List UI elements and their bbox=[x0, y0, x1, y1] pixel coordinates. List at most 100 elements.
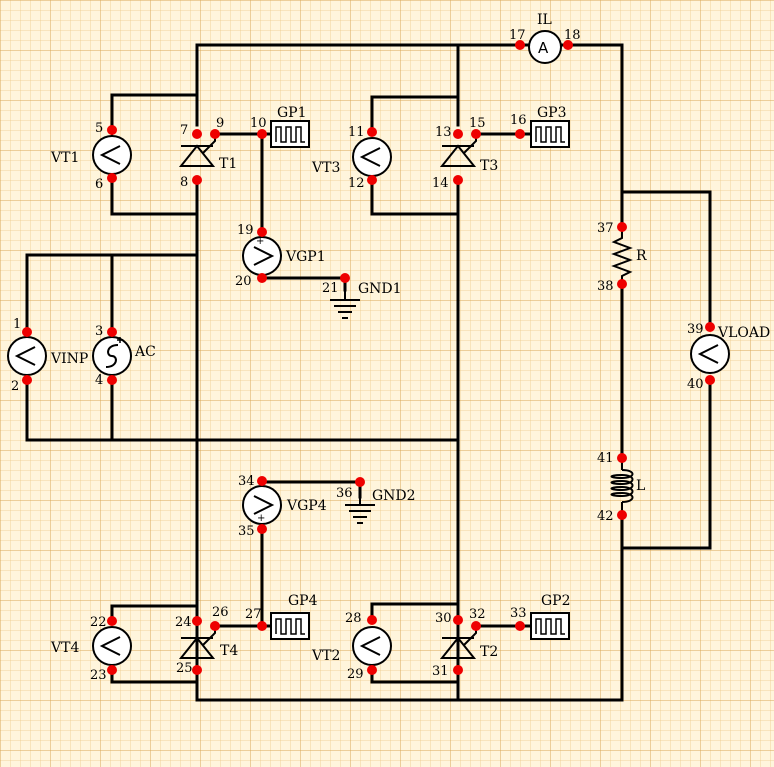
node-29[interactable] bbox=[367, 665, 377, 675]
node-14[interactable] bbox=[453, 175, 463, 185]
node-7[interactable] bbox=[192, 129, 202, 139]
node-number-5: 5 bbox=[95, 121, 103, 136]
label-l: L bbox=[636, 478, 645, 494]
node-42[interactable] bbox=[617, 510, 627, 520]
label-gnd1: GND1 bbox=[358, 281, 402, 297]
node-33[interactable] bbox=[515, 621, 525, 631]
node-34[interactable] bbox=[257, 476, 267, 486]
gp2-pulse-generator[interactable] bbox=[530, 612, 570, 640]
node-number-39: 39 bbox=[687, 322, 704, 337]
ground-gnd1 bbox=[330, 290, 360, 319]
node-number-26: 26 bbox=[212, 605, 229, 620]
node-number-15: 15 bbox=[469, 116, 486, 131]
node-number-12: 12 bbox=[348, 176, 365, 191]
node-11[interactable] bbox=[367, 127, 377, 137]
node-number-6: 6 bbox=[95, 177, 103, 192]
node-15[interactable] bbox=[471, 129, 481, 139]
ground-gnd2 bbox=[345, 497, 375, 524]
resistor-r[interactable] bbox=[611, 227, 633, 284]
node-37[interactable] bbox=[617, 222, 627, 232]
node-16[interactable] bbox=[515, 129, 525, 139]
node-25[interactable] bbox=[192, 665, 202, 675]
vt4-voltmeter[interactable] bbox=[92, 626, 132, 666]
node-5[interactable] bbox=[107, 125, 117, 135]
node-number-23: 23 bbox=[90, 668, 107, 683]
ammeter-symbol: A bbox=[538, 39, 549, 57]
vt2-voltmeter[interactable] bbox=[352, 626, 392, 666]
vinp-voltmeter[interactable] bbox=[7, 336, 47, 376]
node-number-25: 25 bbox=[176, 661, 193, 676]
node-32[interactable] bbox=[471, 621, 481, 631]
node-number-36: 36 bbox=[336, 486, 353, 501]
node-30[interactable] bbox=[453, 615, 463, 625]
vgp1-source[interactable]: + bbox=[242, 236, 282, 276]
label-r: R bbox=[636, 248, 647, 264]
node-1[interactable] bbox=[22, 327, 32, 337]
node-number-11: 11 bbox=[348, 125, 365, 140]
label-vt2: VT2 bbox=[311, 648, 340, 664]
gp3-pulse-generator[interactable] bbox=[530, 120, 570, 148]
ammeter-il[interactable]: A bbox=[528, 30, 562, 64]
label-vt4: VT4 bbox=[50, 640, 79, 656]
node-number-27: 27 bbox=[245, 607, 262, 622]
node-number-17: 17 bbox=[509, 28, 526, 43]
label-vgp4: VGP4 bbox=[286, 498, 327, 514]
node-number-30: 30 bbox=[435, 611, 452, 626]
node-38[interactable] bbox=[617, 279, 627, 289]
node-13[interactable] bbox=[453, 129, 463, 139]
label-il: IL bbox=[537, 12, 552, 28]
node-4[interactable] bbox=[107, 375, 117, 385]
node-number-13: 13 bbox=[435, 125, 452, 140]
node-36[interactable] bbox=[355, 477, 365, 487]
node-22[interactable] bbox=[107, 616, 117, 626]
node-3[interactable] bbox=[107, 327, 117, 337]
node-18[interactable] bbox=[563, 40, 573, 50]
gp4-pulse-generator[interactable] bbox=[270, 612, 310, 640]
node-26[interactable] bbox=[210, 621, 220, 631]
node-number-28: 28 bbox=[345, 611, 362, 626]
node-number-40: 40 bbox=[687, 377, 704, 392]
node-number-41: 41 bbox=[597, 451, 614, 466]
label-t4: T4 bbox=[220, 643, 238, 659]
node-21[interactable] bbox=[340, 273, 350, 283]
gp1-pulse-generator[interactable] bbox=[270, 120, 310, 148]
node-9[interactable] bbox=[210, 129, 220, 139]
vt3-voltmeter[interactable] bbox=[352, 137, 392, 177]
node-31[interactable] bbox=[453, 665, 463, 675]
label-vinp: VINP bbox=[50, 351, 88, 367]
node-27[interactable] bbox=[257, 621, 267, 631]
node-17[interactable] bbox=[515, 40, 525, 50]
label-t3: T3 bbox=[480, 158, 498, 174]
node-number-37: 37 bbox=[597, 221, 614, 236]
ac-source[interactable] bbox=[92, 336, 132, 376]
label-t1: T1 bbox=[219, 156, 237, 172]
node-35[interactable] bbox=[257, 524, 267, 534]
node-8[interactable] bbox=[192, 175, 202, 185]
node-number-32: 32 bbox=[469, 607, 486, 622]
node-39[interactable] bbox=[705, 322, 715, 332]
node-number-2: 2 bbox=[11, 379, 19, 394]
node-number-16: 16 bbox=[510, 113, 527, 128]
vload-voltmeter[interactable] bbox=[690, 334, 730, 374]
node-40[interactable] bbox=[705, 375, 715, 385]
node-2[interactable] bbox=[22, 375, 32, 385]
node-number-24: 24 bbox=[175, 615, 192, 630]
label-gp1: GP1 bbox=[277, 105, 307, 121]
component-labels: VT1 T1 GP1 VGP1 GND1 VT3 T3 GP3 IL R L V… bbox=[50, 12, 770, 664]
node-number-18: 18 bbox=[564, 28, 581, 43]
node-41[interactable] bbox=[617, 453, 627, 463]
node-6[interactable] bbox=[107, 173, 117, 183]
node-24[interactable] bbox=[192, 616, 202, 626]
node-10[interactable] bbox=[257, 129, 267, 139]
node-12[interactable] bbox=[367, 175, 377, 185]
node-20[interactable] bbox=[257, 273, 267, 283]
vgp4-source[interactable]: + bbox=[242, 485, 282, 525]
label-gnd2: GND2 bbox=[372, 488, 416, 504]
node-number-14: 14 bbox=[432, 176, 449, 191]
node-19[interactable] bbox=[257, 227, 267, 237]
node-23[interactable] bbox=[107, 665, 117, 675]
node-number-42: 42 bbox=[597, 509, 614, 524]
node-28[interactable] bbox=[367, 615, 377, 625]
node-number-35: 35 bbox=[238, 524, 255, 539]
